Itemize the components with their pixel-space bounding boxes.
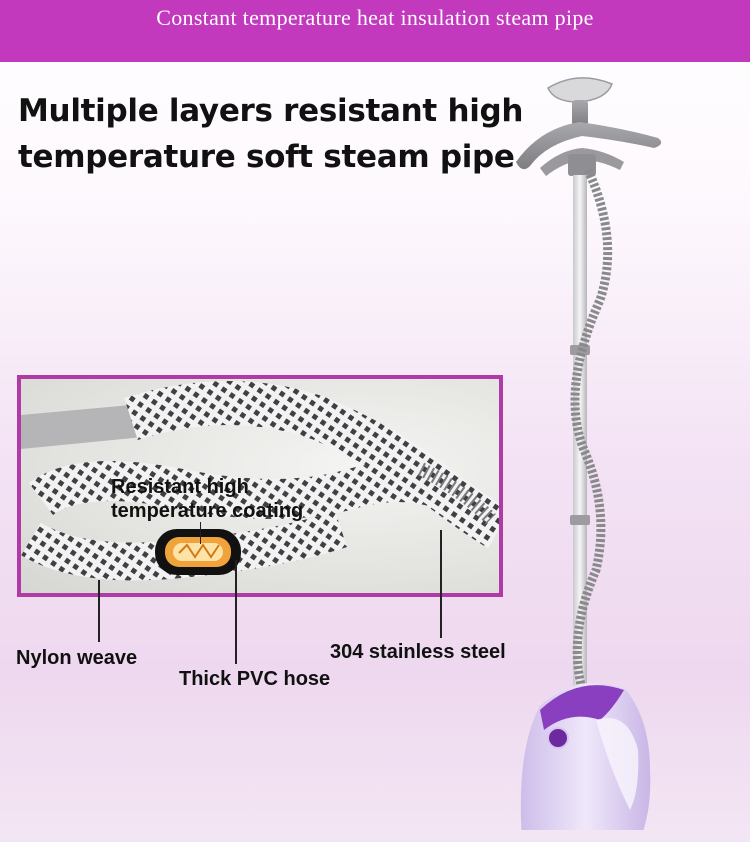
braided-steam-hose-illustration [21,381,499,581]
hanger [516,122,662,176]
coating-label-line-2: temperature coating [111,500,304,522]
coating-callout: Resistant high temperature coating [111,475,303,523]
hose-closeup-panel: Resistant high temperature coating [17,375,503,597]
stainless-steel-label: 304 stainless steel [330,641,506,663]
headline-line-2: temperature soft steam pipe [18,139,515,175]
water-tank-base [520,682,651,830]
nylon-weave-label: Nylon weave [16,647,138,669]
header-banner: Constant temperature heat insulation ste… [0,0,750,62]
banner-title: Constant temperature heat insulation ste… [156,5,594,30]
headline: Multiple layers resistant high temperatu… [18,88,538,180]
garment-steamer-illustration [516,77,662,830]
telescopic-pole [573,175,587,735]
leader-steel [440,530,442,638]
coating-label-line-1: Resistant high [111,476,249,498]
leader-nylon [98,580,100,642]
leader-pvc [235,560,237,664]
hose-cross-section [155,529,241,575]
pvc-hose-label: Thick PVC hose [179,668,331,690]
steam-hose [570,168,613,733]
headline-line-1: Multiple layers resistant high [18,93,524,129]
leader-coating [200,522,201,544]
steam-head [547,77,613,126]
